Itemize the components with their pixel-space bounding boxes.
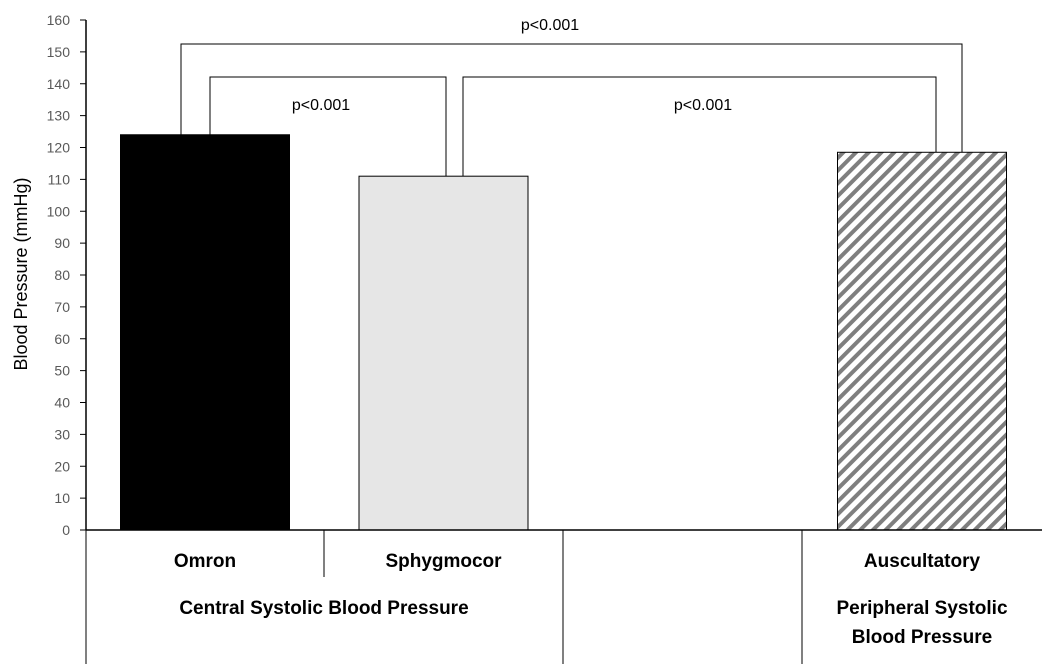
- y-tick-label: 100: [47, 203, 71, 219]
- x-group-label: Central Systolic Blood Pressure: [179, 598, 468, 619]
- y-tick-label: 60: [54, 331, 70, 347]
- y-tick-label: 110: [48, 171, 71, 187]
- p-value-label: p<0.001: [521, 17, 579, 34]
- bar-omron: [120, 134, 290, 531]
- y-tick-label: 50: [54, 363, 70, 379]
- y-axis: 0 10 20 30 40 50 60 70 80 90 100 110 120 130 140 150 160: [47, 12, 87, 538]
- y-tick-label: 40: [54, 395, 70, 411]
- bar-auscultatory: [837, 151, 1007, 531]
- y-tick-label: 90: [54, 235, 70, 251]
- x-category-label: Auscultatory: [864, 551, 981, 572]
- y-tick-label: 80: [54, 267, 70, 283]
- y-tick-label: 10: [54, 490, 70, 506]
- y-tick-label: 30: [54, 426, 70, 442]
- bar-sphygmocor: [358, 175, 529, 531]
- significance-brackets: p<0.001 p<0.001 p<0.001: [180, 17, 963, 177]
- significance-bracket: [462, 76, 937, 177]
- y-tick-label: 160: [47, 12, 71, 28]
- p-value-label: p<0.001: [674, 97, 732, 114]
- y-tick-label: 120: [47, 140, 71, 156]
- x-category-label: Omron: [174, 551, 236, 572]
- x-category-label: Sphygmocor: [385, 551, 502, 572]
- p-value-label: p<0.001: [292, 97, 350, 114]
- significance-bracket: [209, 76, 447, 177]
- y-tick-label: 150: [47, 44, 71, 60]
- y-tick-label: 0: [62, 522, 70, 538]
- y-tick-label: 20: [54, 458, 70, 474]
- bars: [120, 134, 1007, 531]
- x-group-label-line: Peripheral Systolic: [836, 598, 1008, 619]
- y-tick-label: 140: [47, 76, 71, 92]
- y-tick-label: 130: [47, 108, 71, 124]
- y-tick-label: 70: [54, 299, 70, 315]
- x-group-label-line: Blood Pressure: [852, 627, 992, 648]
- y-axis-title: Blood Pressure (mmHg): [11, 177, 31, 370]
- significance-bracket: [180, 43, 963, 153]
